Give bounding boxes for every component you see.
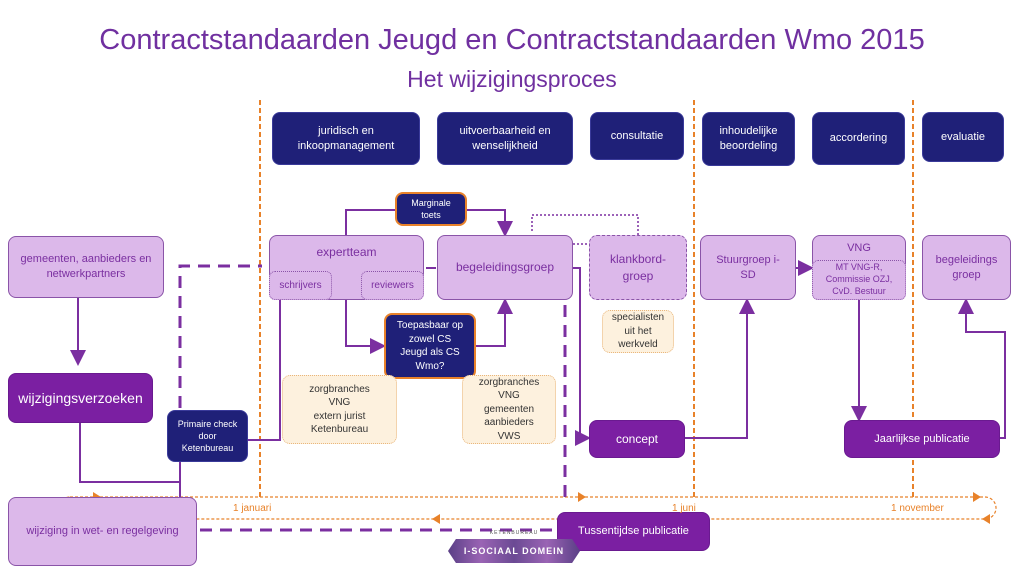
member: zorgbranches [309, 383, 370, 395]
timeline-label-november: 1 november [891, 503, 944, 514]
node-toepasbaar: Toepasbaar op zowel CS Jeugd als CS Wmo? [384, 313, 476, 379]
phase-inhoudelijke-beoordeling: inhoudelijke beoordeling [702, 112, 795, 166]
member: VNG [328, 397, 351, 408]
phase-evaluatie: evaluatie [922, 112, 1004, 162]
member: VNG [498, 390, 520, 402]
node-schrijvers: schrijvers [269, 271, 332, 300]
node-concept: concept [589, 420, 685, 458]
phase-juridisch: juridisch en inkoopmanagement [272, 112, 420, 165]
node-begeleidingsgroep: begeleidingsgroep [437, 235, 573, 300]
member: VWS [497, 430, 521, 442]
expertteam-label: expertteam [316, 245, 377, 259]
timeline-label-juni: 1 juni [672, 503, 696, 514]
node-klankbordgroep: klankbord-groep [589, 235, 687, 300]
timeline-label-januari: 1 januari [233, 503, 272, 514]
logo-top: KETENBUREAU [489, 530, 539, 536]
phase-consultatie: consultatie [590, 112, 684, 160]
member: gemeenten [483, 403, 535, 415]
member: aanbieders [484, 417, 534, 429]
logo-main: I-SOCIAAL DOMEIN [448, 539, 580, 563]
phase-accordering: accordering [812, 112, 905, 165]
page-subtitle: Het wijzigingsproces [407, 66, 617, 92]
node-marginale-toets: Marginale toets [395, 192, 467, 226]
node-specialisten: specialisten uit het werkveld [602, 310, 674, 353]
ketenbureau-logo: KETENBUREAU I-SOCIAAL DOMEIN [448, 530, 580, 568]
node-vng-sub: MT VNG-R, Commissie OZJ, CvD. Bestuur [812, 260, 906, 300]
node-stuurgroep: Stuurgroep i-SD [700, 235, 796, 300]
node-begeleidings-groep: begeleidings groep [922, 235, 1011, 300]
page-title: Contractstandaarden Jeugd en Contractsta… [99, 24, 925, 56]
node-wijzigingsverzoeken: wijzigingsverzoeken [8, 373, 153, 423]
member: zorgbranches [478, 376, 540, 388]
node-wijziging-wet: wijziging in wet- en regelgeving [8, 497, 197, 566]
node-primaire-check: Primaire check door Ketenbureau [167, 410, 248, 462]
phase-uitvoerbaarheid: uitvoerbaarheid en wenselijkheid [437, 112, 573, 165]
node-tussentijdse-publicatie: Tussentijdse publicatie [557, 512, 710, 551]
node-gemeenten: gemeenten, aanbieders en netwerkpartners [8, 236, 164, 298]
node-reviewers: reviewers [361, 271, 424, 300]
node-jaarlijkse-publicatie: Jaarlijkse publicatie [844, 420, 1000, 458]
vng-label: VNG [847, 242, 871, 254]
member: extern jurist [313, 410, 366, 422]
member: Ketenbureau [310, 424, 369, 435]
